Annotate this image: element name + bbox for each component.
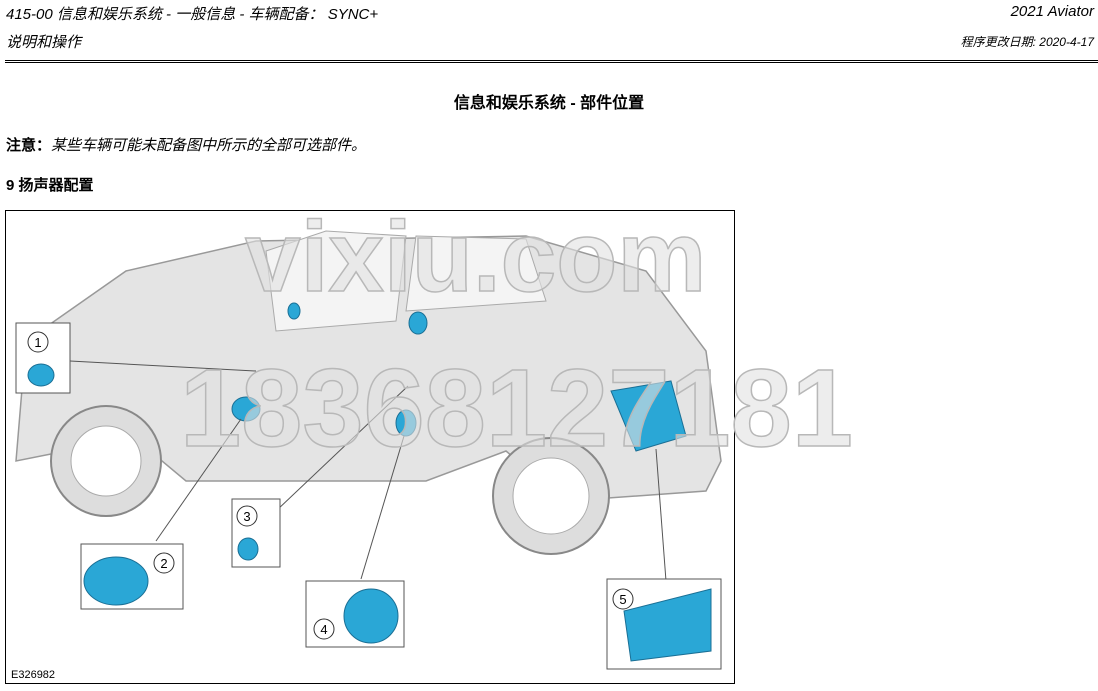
- manual-subsection: 说明和操作: [6, 34, 82, 51]
- section-title: 9 扬声器配置: [6, 177, 94, 194]
- manual-section: 415-00 信息和娱乐系统 - 一般信息 - 车辆配备： SYNC+: [6, 6, 379, 23]
- callout-2: 2: [160, 556, 167, 571]
- note-label: 注意：: [6, 137, 52, 154]
- vehicle-model: 2021 Aviator: [1010, 3, 1094, 20]
- callout-5: 5: [619, 592, 626, 607]
- revision-date: 程序更改日期: 2020-4-17: [960, 35, 1094, 49]
- note-text: 某些车辆可能未配备图中所示的全部可选部件。: [51, 137, 367, 154]
- note: 注意：某些车辆可能未配备图中所示的全部可选部件。: [6, 134, 366, 155]
- header-divider: [5, 60, 1098, 65]
- callout-3: 3: [243, 509, 250, 524]
- speaker-location-figure: 1 2 3 4 5 E326982: [5, 210, 735, 684]
- vehicle-illustration: 1 2 3 4 5: [15, 230, 722, 670]
- page-title: 信息和娱乐系统 - 部件位置: [453, 95, 645, 112]
- callout-4: 4: [320, 622, 327, 637]
- figure-caption: E326982: [11, 669, 56, 681]
- callout-1: 1: [34, 335, 41, 350]
